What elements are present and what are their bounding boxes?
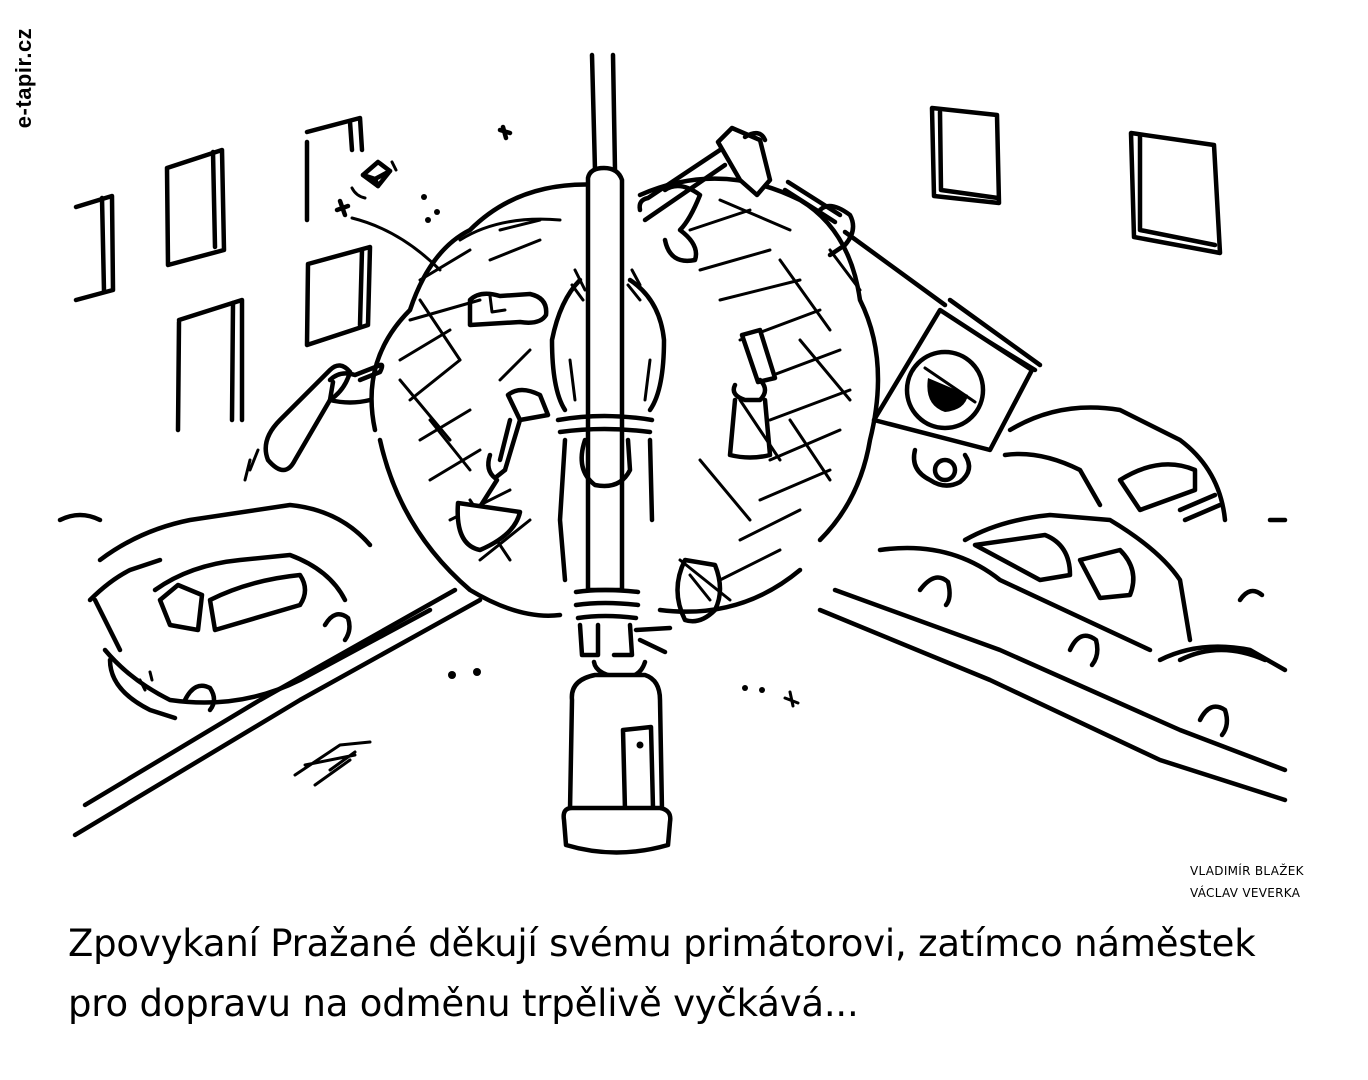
man-tied-to-lamp-post <box>549 268 667 583</box>
building-windows-left <box>73 115 373 433</box>
cartoon-caption: Zpovykaní Pražané děkují svému primátoro… <box>68 914 1256 1034</box>
sidewalk-curbs-right <box>817 587 1288 803</box>
caption-line: Zpovykaní Pražané děkují svému primátoro… <box>68 922 1256 965</box>
parked-cars-right <box>877 405 1288 738</box>
author-credits: VLADIMÍR BLAŽEK VÁCLAV VEVERKA <box>1190 860 1304 904</box>
cartoon-illustration <box>57 52 1288 855</box>
building-windows-right <box>929 105 1223 256</box>
caption-line: pro dopravu na odměnu trpělivě vyčkává..… <box>68 982 859 1025</box>
raised-fist <box>467 291 549 328</box>
arm-with-club <box>243 362 385 482</box>
brick-in-hand <box>727 327 778 460</box>
sidewalk-curbs-left <box>72 587 483 838</box>
author-name: VÁCLAV VEVERKA <box>1190 886 1301 900</box>
flying-brick <box>334 124 513 272</box>
flag-with-pirate-logo <box>782 179 1043 488</box>
hammer-in-hand <box>637 125 773 264</box>
author-name: VLADIMÍR BLAŽEK <box>1190 864 1304 878</box>
hay-pile <box>369 176 881 618</box>
parked-cars-left <box>57 502 433 721</box>
kicking-foot <box>675 557 723 624</box>
shovel-in-hand <box>455 387 551 553</box>
debris <box>448 668 800 708</box>
